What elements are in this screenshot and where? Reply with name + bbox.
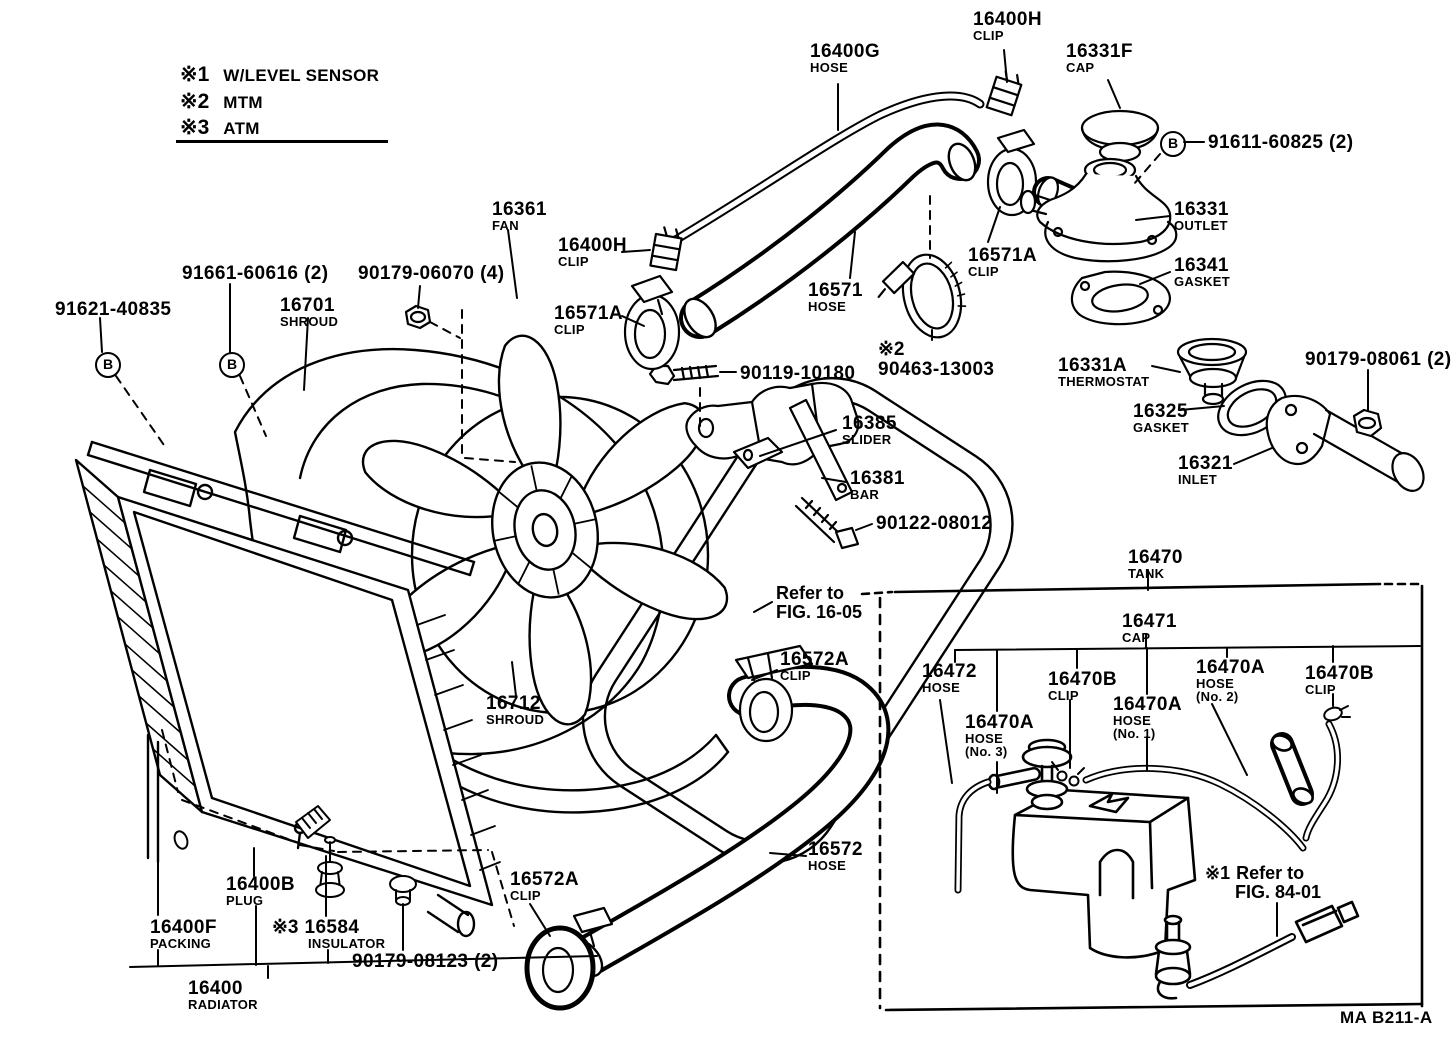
- legend-text-3: ATM: [223, 119, 260, 138]
- legend-row-1: ※1 W/LEVEL SENSOR: [180, 62, 379, 87]
- figure-code: MA B211-A: [1340, 1008, 1433, 1027]
- callout-16361: 16361 FAN: [492, 199, 547, 233]
- callout-16385: 16385 SLIDER: [842, 413, 897, 447]
- callout-91611: 91611-60825 (2): [1208, 132, 1354, 153]
- tank-box-art: [860, 582, 1424, 1012]
- dashed-leader-lines: [115, 153, 1161, 927]
- radiator-16400-art: [74, 440, 501, 938]
- legend-text-1: W/LEVEL SENSOR: [223, 66, 380, 85]
- leader-lines: [99, 49, 1421, 979]
- callout-16331a: 16331A THERMOSTAT: [1058, 355, 1150, 389]
- callout-91621: 91621-40835: [55, 299, 172, 320]
- callout-16331: 16331 OUTLET: [1174, 199, 1229, 233]
- callout-16321: 16321 INLET: [1178, 453, 1233, 487]
- outlet-assembly-art: [1019, 109, 1425, 492]
- callout-16400b: 16400B PLUG: [226, 874, 295, 908]
- legend-row-2: ※2 MTM: [180, 89, 263, 114]
- legend-underline: [176, 112, 388, 143]
- drain-parts-art: [173, 805, 417, 906]
- callout-90179-08061: 90179-08061 (2): [1305, 349, 1452, 370]
- marker-b-left-2: B: [219, 352, 245, 378]
- legend-text-2: MTM: [223, 93, 263, 112]
- legend-symbol-2: ※2: [180, 90, 210, 113]
- legend-row-3: ※3 ATM: [180, 115, 260, 140]
- callout-16400f: 16400F PACKING: [150, 917, 217, 951]
- callout-16571a-right: 16571A CLIP: [968, 245, 1037, 279]
- callout-91661: 91661-60616 (2): [182, 263, 329, 284]
- callout-16381: 16381 BAR: [850, 468, 905, 502]
- callout-16571: 16571 HOSE: [808, 280, 863, 314]
- callout-16400: 16400 RADIATOR: [188, 978, 258, 1012]
- callout-16325: 16325 GASKET: [1133, 401, 1189, 435]
- note-fig-16-05: Refer to FIG. 16-05: [776, 583, 863, 622]
- callout-90122: 90122-08012: [876, 513, 993, 534]
- callout-16400h-mid: 16400H CLIP: [558, 235, 627, 269]
- callout-16471: 16471 CAP: [1122, 611, 1177, 645]
- callout-16470a-no2: 16470A HOSE (No. 2): [1196, 657, 1265, 704]
- seal-band-art: [581, 376, 1014, 865]
- callout-16572: 16572 HOSE: [808, 839, 863, 873]
- callout-90463: ※2 90463-13003: [878, 339, 995, 380]
- callout-16712: 16712 SHROUD: [486, 693, 545, 727]
- callout-16470a-no1: 16470A HOSE (No. 1): [1113, 694, 1182, 741]
- fan-16361-art: [352, 330, 738, 730]
- callout-16470a-no3: 16470A HOSE (No. 3): [965, 712, 1034, 759]
- callout-16470: 16470 TANK: [1128, 547, 1183, 581]
- callout-90179-08123: 90179-08123 (2): [352, 951, 499, 972]
- callout-16571a-left: 16571A CLIP: [554, 303, 623, 337]
- callout-16400g: 16400G HOSE: [810, 41, 881, 75]
- marker-b-left-1: B: [95, 352, 121, 378]
- callout-16341: 16341 GASKET: [1174, 255, 1230, 289]
- legend-symbol-1: ※1: [180, 63, 210, 86]
- callout-16470b-right: 16470B CLIP: [1305, 663, 1374, 697]
- callout-16400h-top: 16400H CLIP: [973, 9, 1042, 43]
- hose-16571-art: [679, 122, 981, 339]
- callout-16331f: 16331F CAP: [1066, 41, 1133, 75]
- callout-16572a-top: 16572A CLIP: [780, 649, 849, 683]
- callout-16472: 16472 HOSE: [922, 661, 977, 695]
- callout-16701: 16701 SHROUD: [280, 295, 339, 329]
- callout-16572a-bottom: 16572A CLIP: [510, 869, 579, 903]
- marker-b-top-right: B: [1160, 131, 1186, 157]
- callout-90119: 90119-10180: [740, 363, 856, 384]
- legend-symbol-3: ※3: [180, 116, 210, 139]
- callout-16470b-left: 16470B CLIP: [1048, 669, 1117, 703]
- hose-16400g-art: [657, 91, 985, 253]
- callout-90179-06070: 90179-06070 (4): [358, 263, 505, 284]
